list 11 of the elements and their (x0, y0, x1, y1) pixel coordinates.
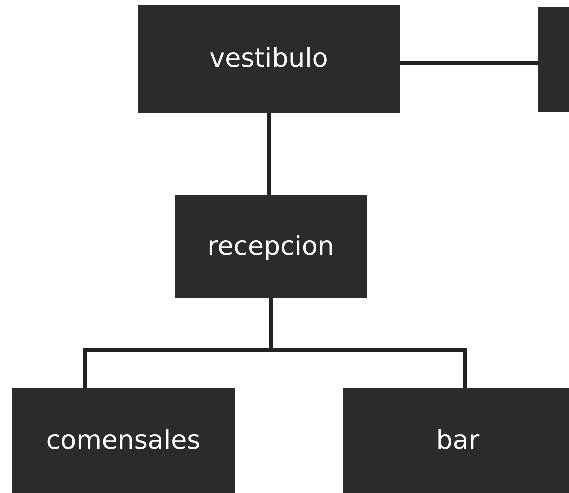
room-box (138, 5, 400, 113)
room-box (343, 388, 569, 493)
room-label: vestibulo (210, 44, 328, 74)
room-label: comensales (46, 426, 201, 456)
room-box (175, 195, 367, 298)
connector-line (400, 61, 538, 66)
cut-off-box (538, 7, 569, 112)
connector-line (267, 113, 271, 195)
room-label: recepcion (208, 232, 334, 262)
room-label: bar (436, 426, 480, 456)
room-box (12, 388, 235, 493)
